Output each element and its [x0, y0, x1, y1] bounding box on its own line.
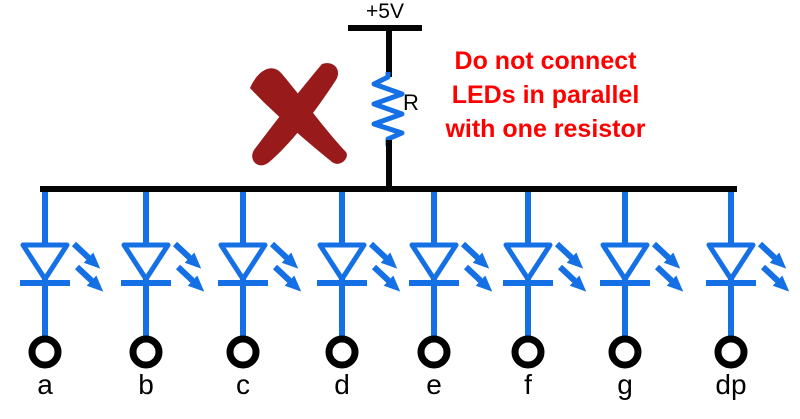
terminal-circle	[28, 335, 62, 369]
light-arrow-icon	[554, 241, 584, 269]
light-arrow-icon	[269, 241, 299, 269]
led-column-f: f	[501, 192, 601, 407]
led-column-b: b	[119, 192, 219, 407]
bus-line	[40, 186, 737, 192]
led-column-c: c	[216, 192, 316, 407]
led-triangle	[503, 242, 553, 282]
led-triangle	[218, 242, 268, 282]
light-arrow-icon	[175, 264, 205, 292]
terminal-circle	[325, 335, 359, 369]
light-arrow-icon	[460, 241, 490, 269]
terminal-circle	[417, 335, 451, 369]
warning-line-1: Do not connect	[454, 47, 637, 75]
led-label: e	[426, 369, 442, 400]
led-label: dp	[715, 369, 747, 400]
light-arrow-icon	[272, 264, 302, 292]
led-symbol	[317, 192, 401, 369]
led-triangle	[706, 242, 756, 282]
supply-voltage-label: +5V	[366, 0, 404, 23]
resistor-symbol	[371, 72, 405, 146]
supply-rail	[348, 25, 422, 31]
led-label: a	[37, 369, 53, 400]
terminal-circle	[511, 335, 545, 369]
terminal-circle	[714, 335, 748, 369]
light-arrow-icon	[463, 264, 493, 292]
led-triangle	[121, 242, 171, 282]
led-column-e: e	[407, 192, 507, 407]
led-triangle	[409, 242, 459, 282]
red-x-icon	[250, 63, 347, 166]
led-triangle	[600, 242, 650, 282]
warning-line-3: with one resistor	[445, 115, 646, 143]
light-arrow-icon	[654, 264, 684, 292]
resistor-zigzag	[371, 72, 405, 146]
led-symbol	[706, 192, 790, 369]
light-arrow-icon	[368, 241, 398, 269]
light-arrow-icon	[172, 241, 202, 269]
led-column-a: a	[18, 192, 118, 407]
terminal-circle	[608, 335, 642, 369]
led-symbol	[503, 192, 587, 369]
led-symbol	[409, 192, 493, 369]
led-label: d	[334, 369, 350, 400]
led-symbol	[121, 192, 205, 369]
warning-text: Do not connect LEDs in parallel with one…	[428, 44, 663, 146]
light-arrow-icon	[760, 264, 790, 292]
led-triangle	[20, 242, 70, 282]
warning-line-2: LEDs in parallel	[451, 81, 640, 109]
led-triangle	[317, 242, 367, 282]
led-symbol	[600, 192, 684, 369]
led-symbol	[218, 192, 302, 369]
led-column-g: g	[598, 192, 698, 407]
led-label: b	[138, 369, 154, 400]
led-column-dp: dp	[704, 192, 800, 407]
light-arrow-icon	[71, 241, 101, 269]
x-stroke-ne-sw	[252, 63, 339, 166]
light-arrow-icon	[557, 264, 587, 292]
light-arrow-icon	[651, 241, 681, 269]
led-symbol	[20, 192, 104, 369]
resistor-to-bus-wire	[386, 140, 392, 192]
light-arrow-icon	[74, 264, 104, 292]
led-label: g	[617, 369, 633, 400]
supply-wire	[386, 28, 392, 77]
light-arrow-icon	[757, 241, 787, 269]
resistor-label: R	[403, 90, 419, 115]
led-label: c	[236, 369, 250, 400]
led-label: f	[524, 369, 532, 400]
led-column-d: d	[315, 192, 415, 407]
terminal-circle	[129, 335, 163, 369]
terminal-circle	[226, 335, 260, 369]
light-arrow-icon	[371, 264, 401, 292]
